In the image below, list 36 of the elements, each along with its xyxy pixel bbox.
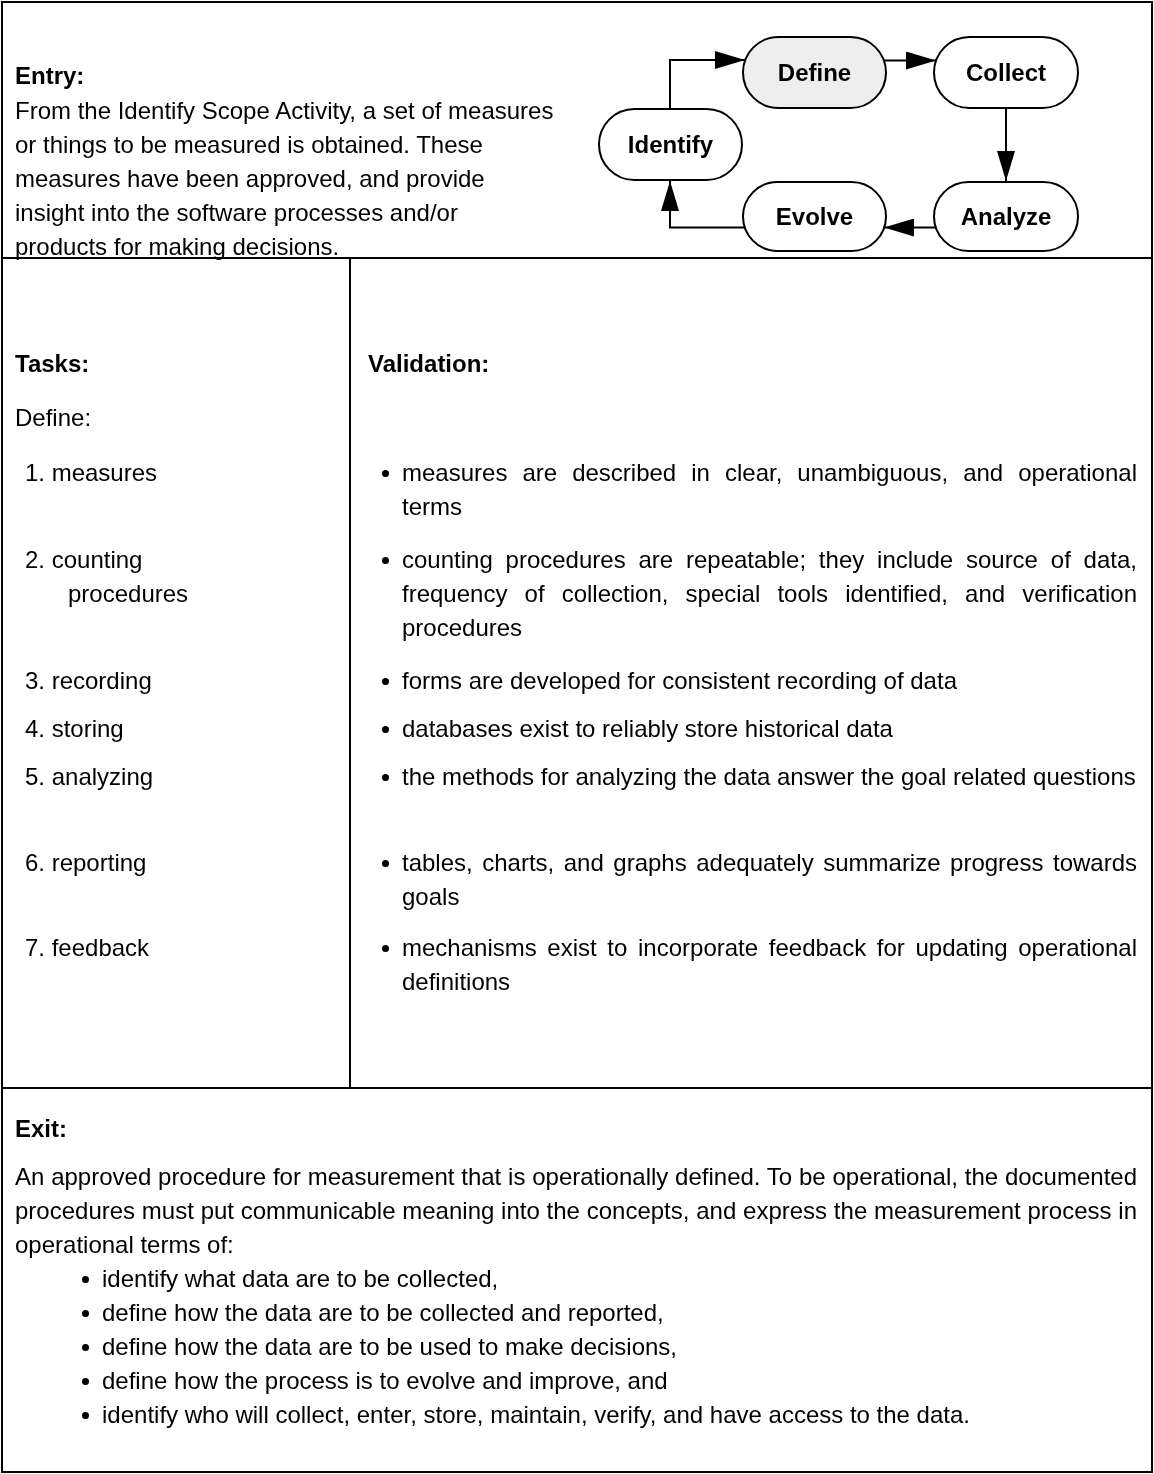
node-label: Analyze xyxy=(960,202,1052,231)
arrow xyxy=(997,108,1015,182)
list-item: define how the data are to be used to make decisions, xyxy=(102,1332,679,1362)
arrow xyxy=(883,51,937,70)
task-item: 2. counting procedures xyxy=(25,545,190,609)
validation-item: forms are developed for consistent recording of data xyxy=(402,666,958,696)
section-heading: Tasks: xyxy=(15,349,91,379)
section-heading: Exit: xyxy=(15,1114,68,1144)
validation-item: databases exist to reliably store historical data xyxy=(402,714,894,744)
list-item: define how the data are to be collected and reported, xyxy=(102,1298,665,1328)
validation-item: measures are described in clear, unambiguous, and operational terms xyxy=(402,458,1137,522)
section-heading: Validation: xyxy=(368,349,491,379)
list-item: identify what data are to be collected, xyxy=(102,1264,500,1294)
node-label: Collect xyxy=(966,58,1046,87)
node-label: Define xyxy=(777,58,852,87)
arrow xyxy=(661,180,746,229)
validation-item: tables, charts, and graphs adequately summarize progress towards goals xyxy=(402,848,1137,912)
validation-item: the methods for analyzing the data answer the goal related questions xyxy=(402,762,1137,792)
task-item: 4. storing xyxy=(25,714,125,744)
task-item: 3. recording xyxy=(25,666,153,696)
paragraph: Define: xyxy=(15,403,93,433)
task-item: 7. feedback xyxy=(25,933,151,963)
task-item: 6. reporting xyxy=(25,848,148,878)
task-item: 1. measures xyxy=(25,458,159,488)
list-item: identify who will collect, enter, store, maintain, verify, and have access to the data. xyxy=(102,1400,971,1430)
validation-item: mechanisms exist to incorporate feedback for updating operational definitions xyxy=(402,933,1137,997)
node-label: Identify xyxy=(627,130,714,159)
paragraph: An approved procedure for measurement that is operationally defined. To be operational, the documented procedures must put communicable meaning into the concepts, and express the measurement process in operational terms of: xyxy=(15,1162,1137,1260)
task-item: 5. analyzing xyxy=(25,762,155,792)
arrow xyxy=(669,51,746,109)
node-label: Evolve xyxy=(775,202,854,231)
paragraph: From the Identify Scope Activity, a set of measures or things to be measured is obtained. These measures have been approved, and provide insight into the software processes and/or products for making decisions. xyxy=(15,96,555,262)
section-heading: Entry: xyxy=(15,61,86,91)
arrow xyxy=(883,218,937,237)
list-item: define how the process is to evolve and improve, and xyxy=(102,1366,669,1396)
validation-item: counting procedures are repeatable; they include source of data, frequency of collection, special tools identified, and verification procedures xyxy=(402,545,1137,643)
